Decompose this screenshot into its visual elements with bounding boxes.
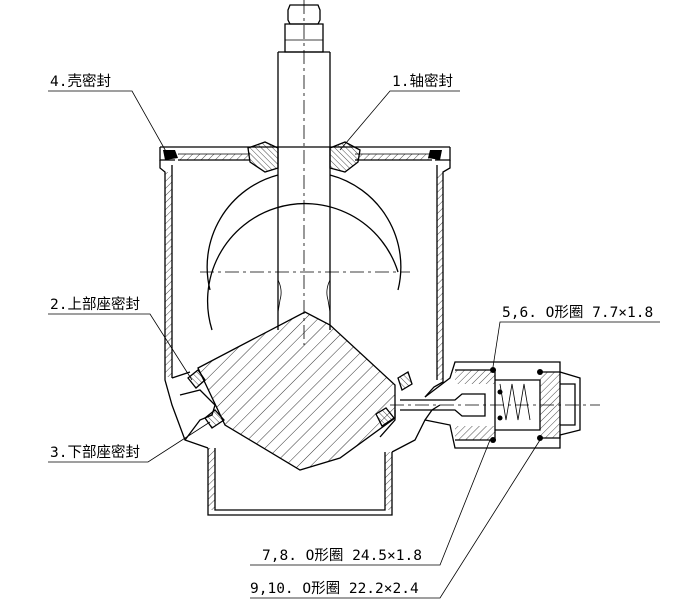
label-shell-seal: 4.壳密封 <box>50 73 111 90</box>
seal-shapes <box>163 141 442 429</box>
label-upper-seat-seal: 2.上部座密封 <box>50 296 140 313</box>
ball-plug-section <box>197 311 396 471</box>
label-oring-7-8: 7,8. O形圈 24.5×1.8 <box>262 547 422 564</box>
lower-seat-seal-left <box>204 409 225 429</box>
label-oring-9-10: 9,10. O形圈 22.2×2.4 <box>250 580 419 597</box>
valve-stem <box>277 0 331 345</box>
shaft-seal-left <box>247 141 279 173</box>
shaft-seal-right <box>329 141 361 173</box>
upper-seat-seal-left <box>187 369 206 389</box>
label-lower-seat-seal: 3.下部座密封 <box>50 444 140 461</box>
callout-labels: 4.壳密封 1.轴密封 2.上部座密封 3.下部座密封 5,6. O形圈 7.7… <box>50 73 653 597</box>
valve-body <box>159 146 451 516</box>
leader-lines <box>48 90 660 599</box>
upper-seat-seal-right <box>397 371 413 391</box>
shell-seal-right <box>428 150 442 160</box>
shell-seal-left <box>163 150 178 160</box>
label-oring-5-6: 5,6. O形圈 7.7×1.8 <box>502 304 653 321</box>
lower-seat-seal-right <box>375 407 395 427</box>
label-shaft-seal: 1.轴密封 <box>392 73 453 90</box>
valve-ball <box>200 174 410 331</box>
relief-valve-assembly <box>390 361 600 449</box>
